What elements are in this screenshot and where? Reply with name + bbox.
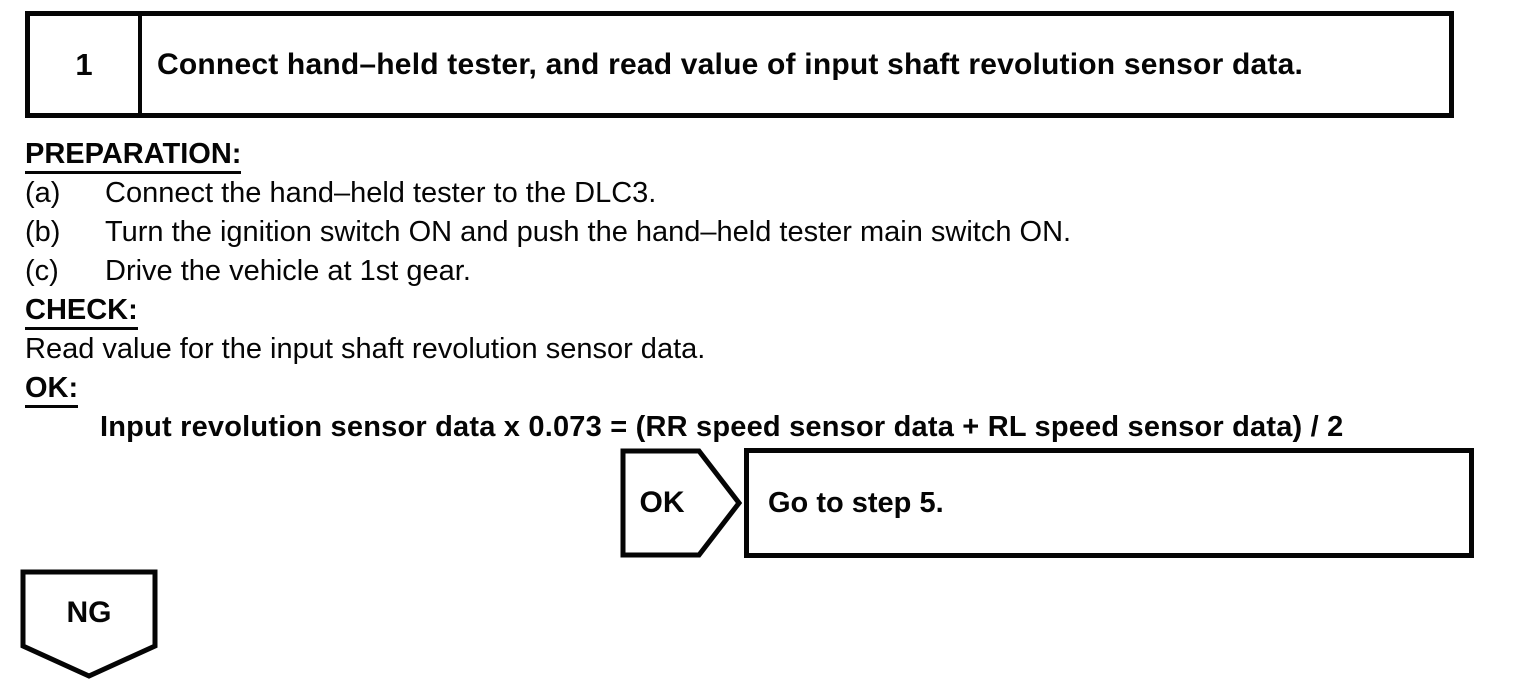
step-header: 1 Connect hand–held tester, and read val… <box>25 11 1454 118</box>
ok-action-text: Go to step 5. <box>768 486 944 519</box>
ng-connector: NG <box>20 569 158 681</box>
list-item-c: (c) Drive the vehicle at 1st gear. <box>25 252 1505 291</box>
ng-flow-label: NG <box>66 596 112 629</box>
ok-section-heading: OK: <box>25 369 1505 408</box>
item-marker: (a) <box>25 177 61 209</box>
list-item-a: (a) Connect the hand–held tester to the … <box>25 174 1505 213</box>
preparation-section-heading: PREPARATION: <box>25 135 1505 174</box>
check-label: CHECK: <box>25 294 138 330</box>
list-item-b: (b) Turn the ignition switch ON and push… <box>25 213 1505 252</box>
ok-arrow-right-icon <box>620 448 742 558</box>
item-text: Connect the hand–held tester to the DLC3… <box>105 177 657 209</box>
step-number: 1 <box>30 16 142 113</box>
ng-arrow-down-icon <box>20 569 158 679</box>
preparation-label: PREPARATION: <box>25 138 242 174</box>
check-section-heading: CHECK: <box>25 291 1505 330</box>
ok-flow-label: OK <box>639 486 685 519</box>
item-marker: (b) <box>25 216 61 248</box>
item-text: Drive the vehicle at 1st gear. <box>105 255 471 287</box>
ok-action-box: Go to step 5. <box>744 448 1474 558</box>
ok-connector: OK <box>620 448 742 558</box>
ok-label: OK: <box>25 372 79 408</box>
ok-formula: Input revolution sensor data x 0.073 = (… <box>100 411 1344 443</box>
item-marker: (c) <box>25 255 59 287</box>
instructions: PREPARATION: (a) Connect the hand–held t… <box>25 135 1505 447</box>
check-text: Read value for the input shaft revolutio… <box>25 333 706 365</box>
item-text: Turn the ignition switch ON and push the… <box>105 216 1072 248</box>
step-title: Connect hand–held tester, and read value… <box>157 47 1303 81</box>
